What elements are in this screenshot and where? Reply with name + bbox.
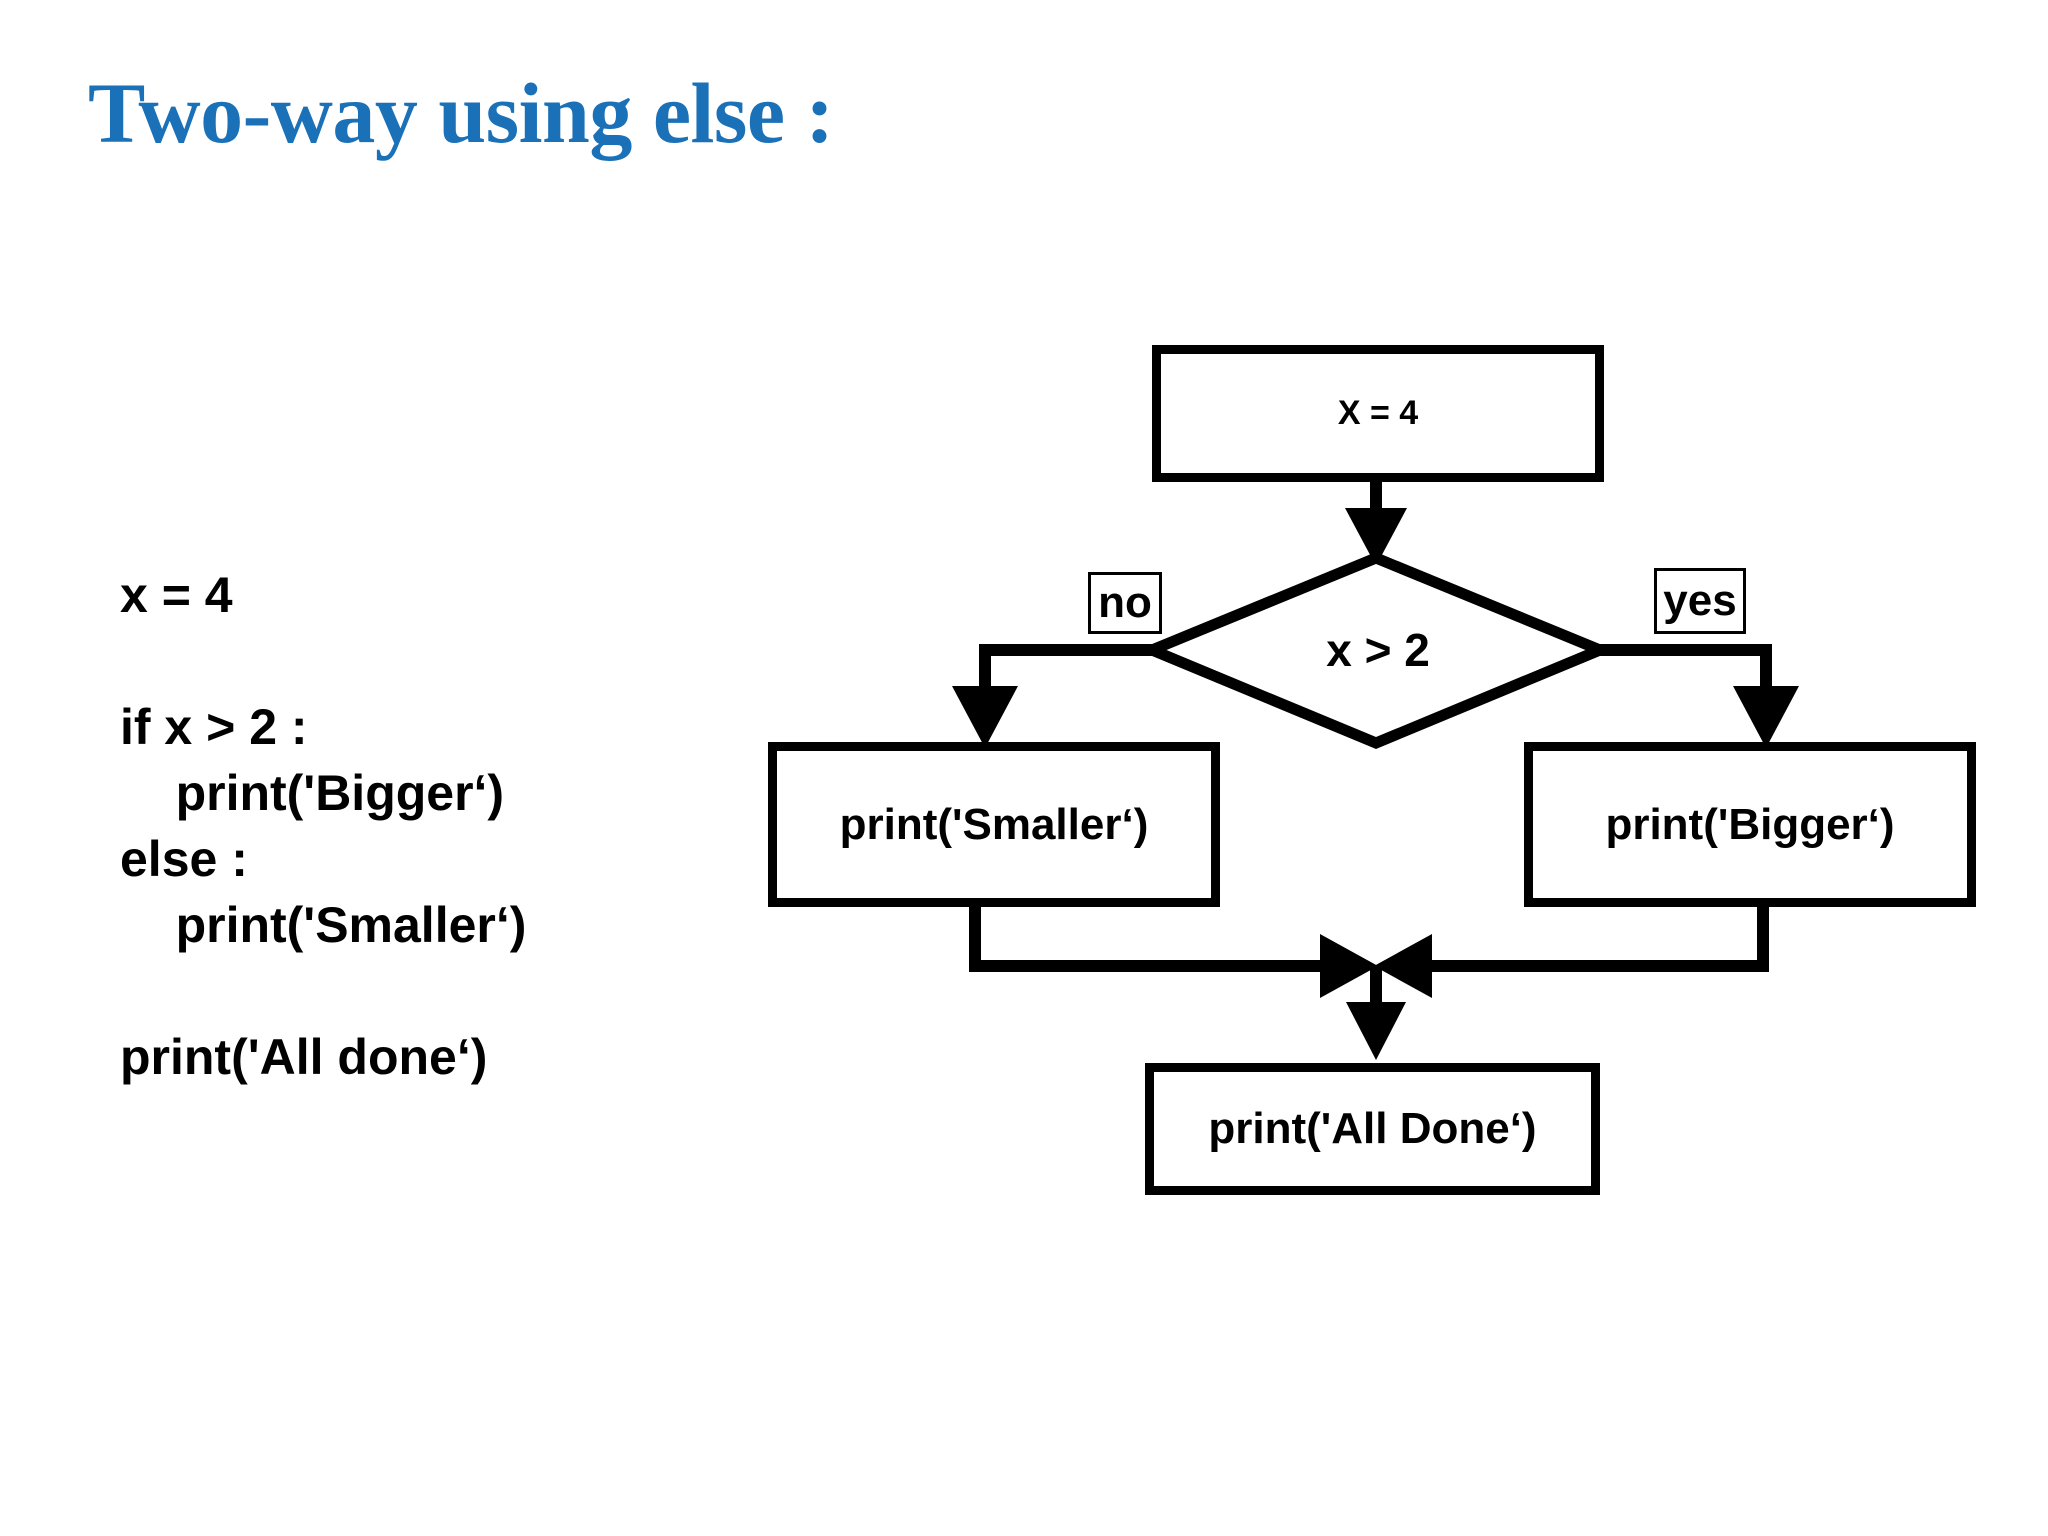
code-line-1: x = 4 — [120, 567, 233, 623]
branch-label-no: no — [1088, 572, 1162, 634]
code-line-6: print('Smaller‘) — [120, 897, 527, 953]
connector-smaller-to-merge — [969, 901, 1378, 998]
flow-node-print-bigger: print('Bigger‘) — [1524, 742, 1976, 907]
flow-node-decision-label: x > 2 — [1326, 624, 1430, 676]
flow-node-print-smaller: print('Smaller‘) — [768, 742, 1220, 907]
code-line-4: print('Bigger‘) — [120, 765, 505, 821]
connector-no-branch — [952, 644, 1158, 748]
code-line-8: print('All done‘) — [120, 1029, 488, 1085]
code-line-5: else : — [120, 831, 248, 887]
code-line-3: if x > 2 : — [120, 699, 308, 755]
code-listing: x = 4 if x > 2 : print('Bigger‘) else : … — [120, 570, 760, 1098]
connector-merge-to-alldone — [1346, 966, 1406, 1060]
flow-node-assign: X = 4 — [1152, 345, 1604, 482]
connector-assign-to-decision — [1345, 482, 1407, 566]
connector-yes-branch — [1594, 644, 1799, 748]
branch-label-yes: yes — [1654, 568, 1746, 634]
page-title: Two-way using else : — [88, 65, 834, 161]
flow-node-print-all-done: print('All Done‘) — [1145, 1063, 1600, 1195]
connector-bigger-to-merge — [1374, 901, 1769, 998]
